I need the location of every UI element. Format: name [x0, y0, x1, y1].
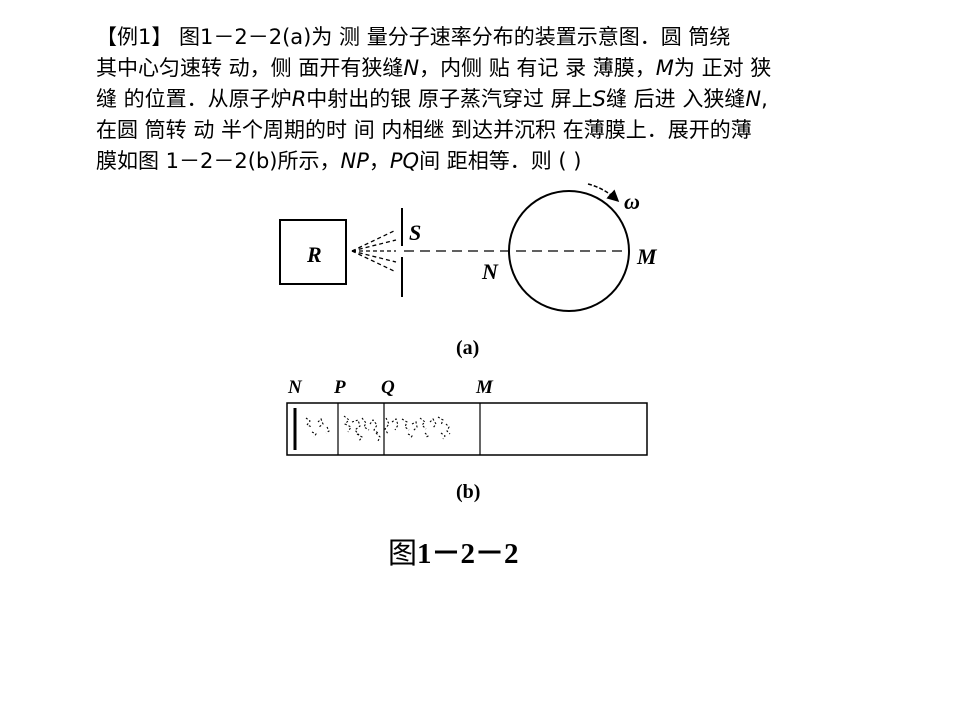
- text-segment: 间 距相等．则 ( ): [419, 149, 582, 173]
- omega-label: ω: [624, 189, 640, 214]
- problem-line: 膜如图 1－2－2(b)所示，NP，PQ间 距相等．则 ( ): [96, 146, 896, 177]
- text-segment: ,: [761, 87, 768, 111]
- beam-rays: [351, 229, 397, 273]
- caption-prefix: 图: [388, 538, 418, 570]
- problem-line: 在圆 筒转 动 半个周期的时 间 内相继 到达并沉积 在薄膜上．展开的薄: [96, 115, 896, 146]
- film-label-m: M: [475, 377, 494, 398]
- variable-symbol: N: [745, 87, 762, 111]
- mark-m-label: M: [636, 244, 658, 269]
- text-segment: ，: [368, 149, 390, 173]
- problem-line: 【例1】 图1－2－2(a)为 测 量分子速率分布的装置示意图．圆 筒绕: [96, 22, 896, 53]
- caption-number: 1－2－2: [417, 538, 519, 570]
- oven-label: R: [306, 242, 322, 267]
- problem-text: 【例1】 图1－2－2(a)为 测 量分子速率分布的装置示意图．圆 筒绕其中心匀…: [96, 22, 896, 177]
- variable-symbol: PQ: [389, 149, 420, 173]
- variable-symbol: S: [592, 87, 606, 111]
- problem-line: 缝 的位置．从原子炉R中射出的银 原子蒸汽穿过 屏上S缝 后进 入狭缝N,: [96, 84, 896, 115]
- text-segment: 膜如图 1－2－2(b)所示，: [96, 149, 341, 173]
- text-segment: 其中心匀速转 动，侧 面开有狭缝: [96, 56, 404, 80]
- text-segment: ，内侧 贴 有记 录 薄膜，: [419, 56, 656, 80]
- text-segment: 缝 的位置．从原子炉: [96, 87, 292, 111]
- slit-n-label: N: [481, 259, 499, 284]
- drum-circle: [508, 190, 630, 312]
- film-strip: [286, 402, 648, 456]
- figure-caption: 图1－2－2: [388, 530, 519, 572]
- figure-a-caption: (a): [456, 337, 479, 359]
- oven-box: [279, 219, 347, 285]
- rotation-arrow-icon: [587, 183, 620, 203]
- text-segment: 【例1】 图1－2－2(a)为 测 量分子速率分布的装置示意图．圆 筒绕: [96, 25, 731, 49]
- variable-symbol: NP: [340, 149, 369, 173]
- figure-b-caption: (b): [456, 481, 480, 503]
- text-segment: 为 正对 狭: [673, 56, 772, 80]
- film-label-p: P: [333, 377, 346, 398]
- figure-a: R S N M ω (a): [279, 183, 658, 359]
- text-segment: 中射出的银 原子蒸汽穿过 屏上: [306, 87, 593, 111]
- deposit-speckle: [305, 415, 451, 442]
- variable-symbol: M: [655, 56, 674, 80]
- variable-symbol: N: [403, 56, 420, 80]
- film-label-n: N: [287, 377, 303, 398]
- slit-s-label: S: [409, 220, 421, 245]
- variable-symbol: R: [291, 87, 307, 111]
- figure-b: N P Q M: [286, 377, 648, 503]
- text-segment: 缝 后进 入狭缝: [605, 87, 746, 111]
- film-label-q: Q: [381, 377, 395, 398]
- problem-line: 其中心匀速转 动，侧 面开有狭缝N，内侧 贴 有记 录 薄膜，M为 正对 狭: [96, 53, 896, 84]
- text-segment: 在圆 筒转 动 半个周期的时 间 内相继 到达并沉积 在薄膜上．展开的薄: [96, 118, 752, 142]
